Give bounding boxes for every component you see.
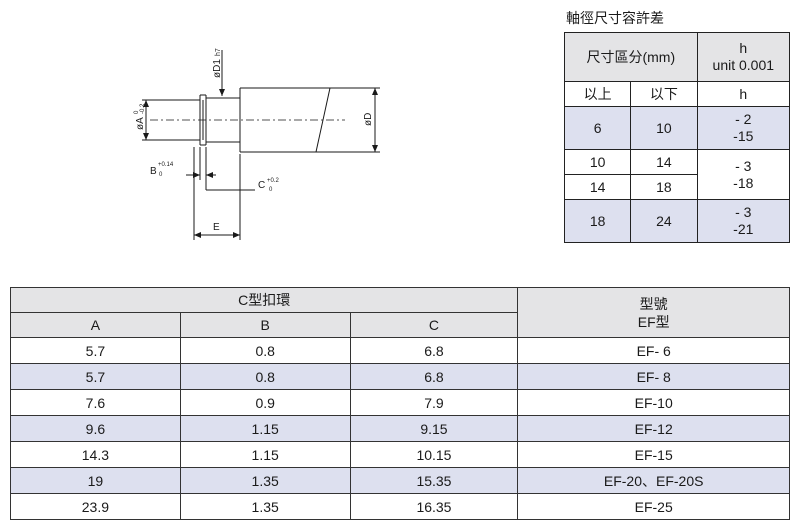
label-c-tol-lower: 0 xyxy=(269,187,273,193)
header-model-line1: 型號 xyxy=(639,295,668,312)
table-row: 10 14 - 3-18 xyxy=(563,149,791,200)
cell-b: 0.8 xyxy=(179,363,351,390)
label-d1-fit: h7 xyxy=(215,48,222,56)
cell-over: 14 xyxy=(563,174,632,200)
label-b-tol-upper: +0.14 xyxy=(158,162,174,168)
tol-upper: - 2 xyxy=(735,111,752,127)
table-row: 14 18 xyxy=(563,174,790,200)
label-c: C xyxy=(258,180,265,191)
cell-a: 5.7 xyxy=(10,363,181,390)
cell-c: 6.8 xyxy=(349,337,519,364)
header-unit: unit 0.001 xyxy=(712,57,775,73)
label-a: øA xyxy=(135,117,146,130)
cell-model: EF-25 xyxy=(517,493,790,520)
cell-tolerance: - 3-18 xyxy=(696,149,791,200)
cell-c: 15.35 xyxy=(349,467,519,494)
cell-a: 19 xyxy=(10,467,181,494)
header-model-line2: EF型 xyxy=(637,313,670,330)
label-d1: øD1 xyxy=(212,59,223,78)
tol-lower: -18 xyxy=(733,174,754,191)
tol-upper: - 3 xyxy=(735,157,752,174)
header-h: h xyxy=(739,40,748,56)
tol-upper: - 3 xyxy=(735,204,752,220)
cell-under: 10 xyxy=(630,106,698,150)
shaft-groove-drawing: øD1 h7 øA 0 -0.2 øD B +0.14 0 C +0.2 0 E xyxy=(134,48,380,240)
cell-c: 7.9 xyxy=(349,389,519,416)
tol-lower: -15 xyxy=(733,128,754,144)
cell-b: 0.9 xyxy=(179,389,351,416)
cell-c: 16.35 xyxy=(349,493,519,520)
cell-model: EF-15 xyxy=(517,441,790,468)
cell-over: 10 xyxy=(563,149,632,175)
cell-c: 9.15 xyxy=(349,415,519,442)
label-e: E xyxy=(213,222,220,233)
label-a-tol-upper: 0 xyxy=(134,110,140,114)
tol-lower: -21 xyxy=(733,221,754,237)
col-under: 以下 xyxy=(630,81,698,107)
table-row: 18 24 - 3-21 xyxy=(563,199,791,243)
cell-c: 6.8 xyxy=(349,363,519,390)
cell-a: 5.7 xyxy=(10,337,181,364)
cell-model: EF-10 xyxy=(517,389,790,416)
cell-a: 14.3 xyxy=(10,441,181,468)
cell-a: 7.6 xyxy=(10,389,181,416)
cell-model: EF- 6 xyxy=(517,337,790,364)
label-a-tol-lower: -0.2 xyxy=(140,103,146,114)
cell-tolerance: - 2-15 xyxy=(696,106,791,150)
cell-over: 6 xyxy=(563,106,632,150)
cell-model: EF-12 xyxy=(517,415,790,442)
cell-over: 18 xyxy=(563,199,632,243)
col-h: h xyxy=(696,81,791,107)
header-c-ring: C型扣環 xyxy=(9,287,519,313)
label-b-tol-lower: 0 xyxy=(159,172,163,178)
tolerance-table-title: 軸徑尺寸容許差 xyxy=(566,10,664,26)
header-range: 尺寸區分(mm) xyxy=(564,32,698,82)
col-c: C xyxy=(349,312,519,338)
col-b: B xyxy=(179,312,351,338)
cell-b: 1.35 xyxy=(179,493,351,520)
cell-under: 14 xyxy=(630,149,698,175)
label-b: B xyxy=(150,166,157,177)
cell-b: 1.35 xyxy=(179,467,351,494)
cell-a: 23.9 xyxy=(10,493,181,520)
col-over: 以上 xyxy=(563,81,632,107)
cell-model: EF- 8 xyxy=(517,363,790,390)
table-row: 6 10 - 2-15 xyxy=(563,106,791,150)
cell-model: EF-20、EF-20S xyxy=(517,467,790,494)
label-c-tol-upper: +0.2 xyxy=(267,178,280,184)
cell-b: 0.8 xyxy=(179,337,351,364)
cell-b: 1.15 xyxy=(179,415,351,442)
cell-b: 1.15 xyxy=(179,441,351,468)
cell-a: 9.6 xyxy=(10,415,181,442)
cell-tolerance: - 3-21 xyxy=(696,199,791,243)
label-d: øD xyxy=(363,113,374,126)
cell-under: 24 xyxy=(630,199,698,243)
col-a: A xyxy=(10,312,181,338)
cell-under: 18 xyxy=(630,174,698,200)
cell-c: 10.15 xyxy=(349,441,519,468)
